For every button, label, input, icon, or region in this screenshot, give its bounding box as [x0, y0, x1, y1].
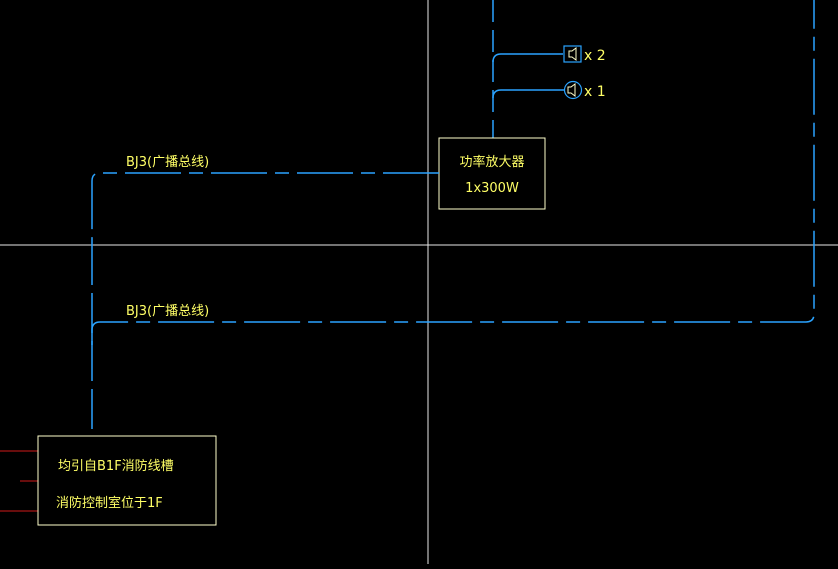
note-line-1: 均引自B1F消防线槽 [58, 458, 174, 474]
box-speaker-count: x 2 [584, 48, 606, 64]
bus-wire-upper[interactable] [91, 172, 439, 245]
bus-wire-lower[interactable] [91, 0, 815, 345]
source-note-block[interactable]: 均引自B1F消防线槽 消防控制室位于1F [37, 435, 217, 526]
amplifier-name: 功率放大器 [459, 154, 524, 170]
branch-ceiling-speaker[interactable] [492, 89, 565, 99]
box-speaker-icon[interactable] [563, 45, 582, 63]
amplifier-rating: 1x300W [465, 181, 519, 196]
amplifier-block[interactable]: 功率放大器 1x300W [438, 137, 546, 210]
branch-box-speaker[interactable] [492, 53, 563, 63]
ceiling-speaker-icon[interactable] [563, 80, 583, 100]
note-line-2: 消防控制室位于1F [56, 495, 163, 511]
bus-wire-lower-label: BJ3(广播总线) [126, 304, 209, 319]
ceiling-speaker-count: x 1 [584, 84, 606, 100]
bus-wire-upper-label: BJ3(广播总线) [126, 155, 209, 170]
